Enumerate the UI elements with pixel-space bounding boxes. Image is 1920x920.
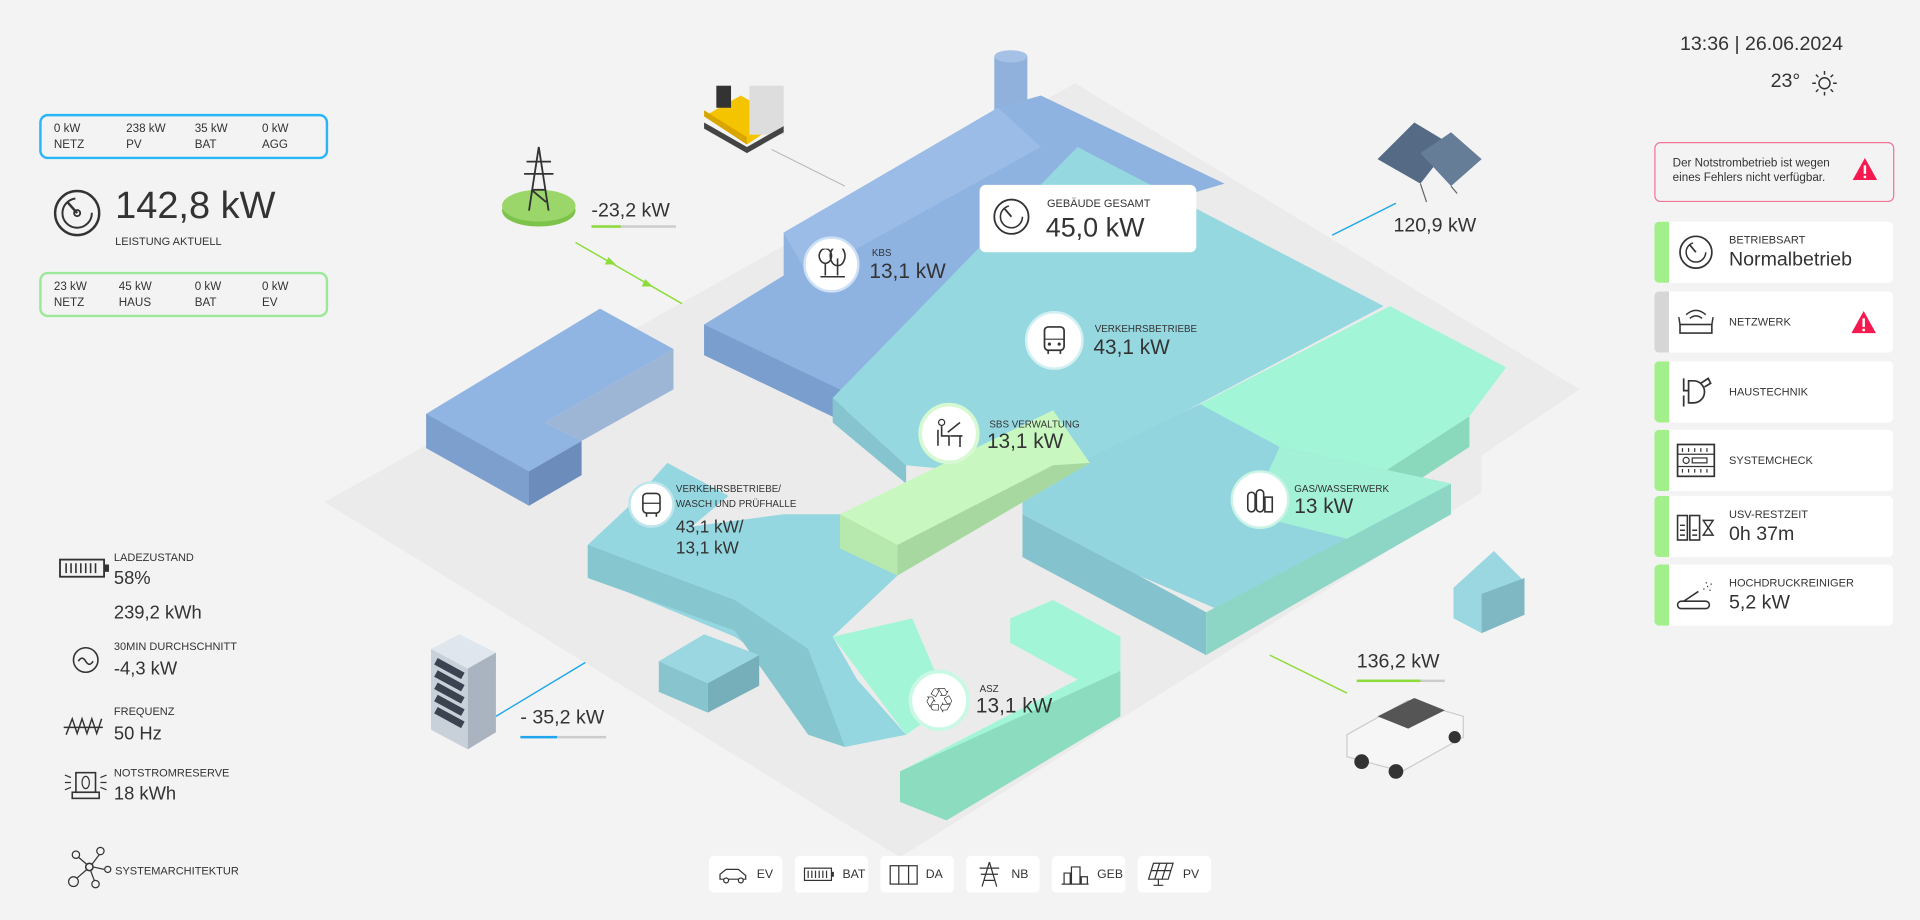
building-small-box [658,634,760,713]
ev-power-bar [1356,679,1445,683]
nav-geb-button[interactable]: GEB [1051,855,1126,893]
building-icon [1061,866,1089,885]
status-indicator [1654,221,1669,283]
emergency-light-icon [64,771,107,800]
temperature: 23° [1770,71,1801,92]
status-card-hochdruckreiniger[interactable]: HOCHDRUCKREINIGER 5,2 kW [1654,564,1894,626]
power-pylon-icon [502,146,576,227]
frequency-icon [63,716,103,736]
battery-energy: 239,2 kWh [113,602,202,624]
grid-power-bar [591,225,676,228]
gauge-icon [1679,235,1713,270]
grid-flow-line [575,241,683,305]
system-architecture-button[interactable]: SYSTEMARCHITEKTUR [66,845,262,889]
nav-pv-button[interactable]: PV [1137,855,1212,893]
nav-nb-button[interactable]: NB [966,855,1040,893]
battery-timer-icon [1676,514,1715,541]
warning-icon [1851,311,1876,334]
nav-da-button[interactable]: DA [880,855,954,893]
grid-power-value: -23,2 kW [591,200,670,222]
battery-storage-icon [431,634,496,750]
battery-icon [803,867,834,882]
generator-icon [704,85,784,154]
emergency-alert: Der Notstrombetrieb ist wegen eines Fehl… [1654,142,1895,203]
network-nodes-icon [67,846,112,889]
power-bar-fill [520,735,558,739]
sun-icon [1812,71,1837,96]
status-card-haustechnik[interactable]: HAUSTECHNIK [1654,361,1894,423]
total-value: 45,0 kW [1045,211,1145,243]
reserve-value: 18 kWh [113,783,177,805]
battery-icon [59,558,109,578]
pressure-washer-icon [1676,582,1712,610]
frequency-label: FREQUENZ [113,705,175,718]
power-pylon-icon [979,861,1000,887]
status-card-betriebsart[interactable]: BETRIEBSART Normalbetrieb [1654,221,1894,283]
frequency-value: 50 Hz [113,723,162,745]
ev-car-icon [719,868,747,884]
status-card-systemcheck[interactable]: SYSTEMCHECK [1654,429,1894,492]
building-verkehrsbetriebe [832,146,1384,484]
nav-ev-button[interactable]: EV [708,855,783,893]
ev-flow-line [1269,654,1348,694]
building-left [426,308,674,506]
office-worker-icon [918,402,980,465]
status-card-usv-restzeit[interactable]: USV-RESTZEIT 0h 37m [1654,495,1894,558]
trees-icon [803,236,860,293]
building-small-house [1453,551,1525,634]
gauge-icon [53,189,101,237]
datetime: 13:36 | 26.06.2024 [1680,34,1844,56]
bus-icon [1024,311,1084,370]
gauge-icon [993,198,1030,235]
warning-icon [1852,157,1878,181]
current-power-value: 142,8 kW [115,183,276,227]
battery-percent: 58% [113,568,151,589]
solar-panel-icon [1147,862,1174,886]
nav-bat-button[interactable]: BAT [794,855,869,893]
bus-icon [628,481,675,528]
generator-icon [889,865,918,885]
control-panel-icon [1676,443,1716,478]
status-card-netzwerk[interactable]: NETZWERK [1654,291,1894,353]
ev-power-value: 136,2 kW [1356,651,1440,673]
status-indicator [1654,291,1669,353]
battery-power-bar [520,735,607,739]
alert-text-line2: eines Fehlers nicht verfügbar. [1672,171,1826,185]
current-power-label: LEISTUNG AKTUELL [115,235,222,248]
status-indicator [1654,361,1669,423]
sine-wave-icon [72,646,99,674]
building-total-card[interactable]: GEBÄUDE GESAMT 45,0 kW [979,184,1197,253]
average-label: 30MIN DURCHSCHNITT [113,640,237,653]
battery-power-value: - 35,2 kW [520,707,605,729]
battery-flow-line [495,661,586,717]
alert-text-line1: Der Notstrombetrieb ist wegen [1672,156,1830,171]
power-bar-fill [591,225,621,228]
building-services-icon [1682,377,1712,407]
generator-line [771,148,846,187]
gas-tanks-icon [1230,470,1290,529]
status-indicator [1654,429,1669,492]
router-icon [1678,309,1714,334]
electric-car-icon [1346,697,1464,779]
power-bar-fill [1356,679,1421,683]
battery-label: LADEZUSTAND [113,551,194,564]
recycle-icon: ♲ [908,669,970,732]
reserve-label: NOTSTROMRESERVE [113,766,230,779]
total-label: GEBÄUDE GESAMT [1046,197,1151,210]
pv-flow-line [1331,202,1397,236]
pv-power-value: 120,9 kW [1393,215,1477,237]
status-indicator [1654,495,1669,558]
solar-panel-icon [1377,122,1482,203]
average-value: -4,3 kW [113,658,178,680]
building-wasch-pruefhalle [587,462,907,747]
status-indicator [1654,564,1669,626]
